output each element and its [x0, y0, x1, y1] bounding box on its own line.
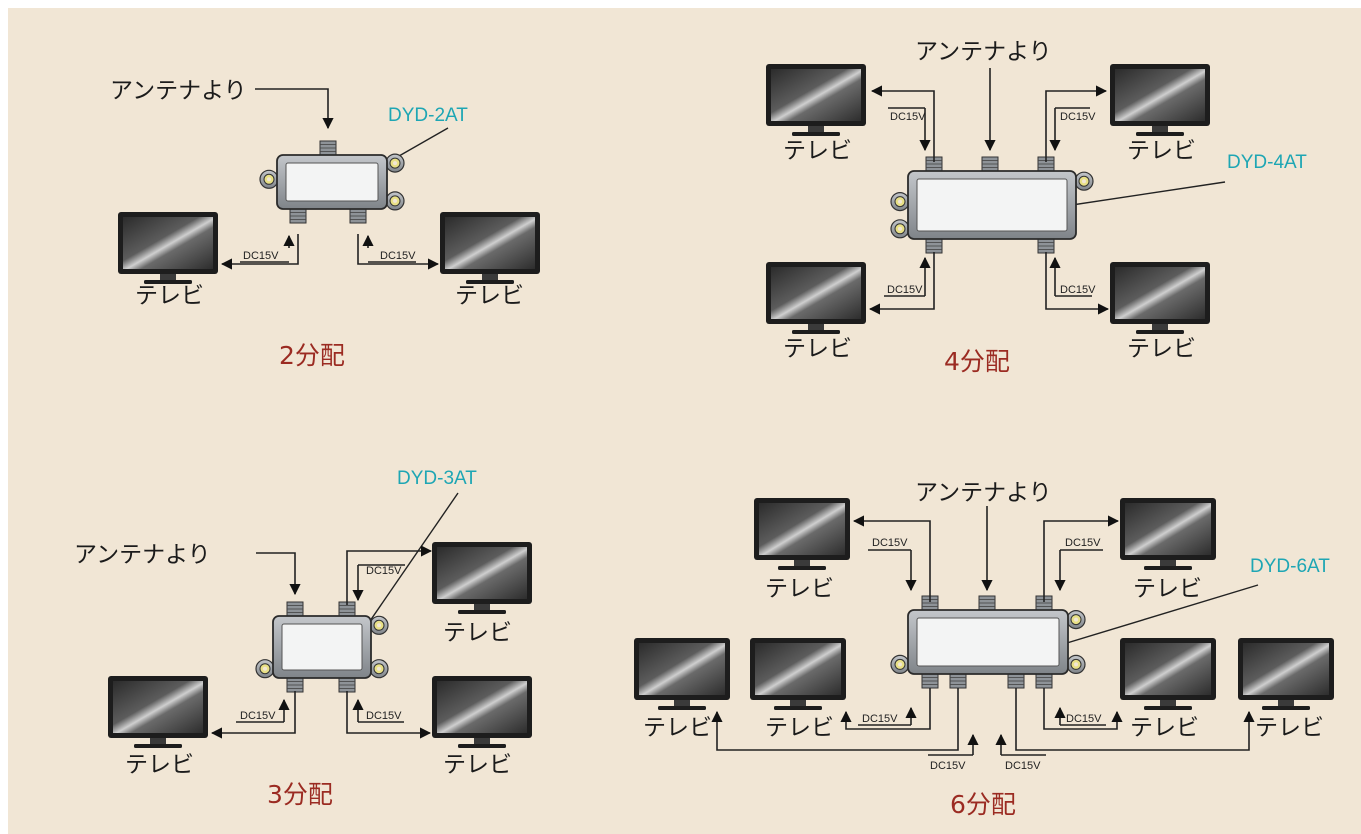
- tv-icon: [750, 638, 846, 710]
- splitter-icon: [259, 140, 405, 224]
- tv-label: テレビ: [765, 576, 834, 602]
- division-label: 2分配: [279, 341, 345, 370]
- tv-icon: [1120, 638, 1216, 710]
- dc-label: DC15V: [1066, 713, 1102, 725]
- tv-label: テレビ: [135, 283, 204, 309]
- dc-label: DC15V: [380, 250, 416, 262]
- model-label: DYD-6AT: [1250, 556, 1330, 577]
- tv-icon: [108, 676, 208, 748]
- diagram-4way: アンテナより DYD-4AT DC15V DC15V DC15V DC15V テ…: [766, 39, 1307, 376]
- division-label: 6分配: [950, 790, 1016, 819]
- division-label: 4分配: [944, 347, 1010, 376]
- tv-icon: [432, 542, 532, 614]
- dc-label: DC15V: [366, 565, 402, 577]
- dc-label: DC15V: [1060, 284, 1096, 296]
- tv-label: テレビ: [1255, 715, 1324, 741]
- tv-icon: [440, 212, 540, 284]
- diagram-6way: アンテナより DYD-6AT DC15V DC15V DC15V DC15V D…: [634, 480, 1334, 819]
- tv-icon: [432, 676, 532, 748]
- diagram-3way: DYD-3AT アンテナより DC15V DC15V DC15V テレビ テレビ…: [74, 468, 532, 809]
- splitter-icon: [890, 595, 1086, 689]
- dc-label: DC15V: [1005, 760, 1041, 772]
- tv-label: テレビ: [643, 715, 712, 741]
- tv-icon: [1120, 498, 1216, 570]
- dc-label: DC15V: [872, 537, 908, 549]
- division-label: 3分配: [267, 780, 333, 809]
- antenna-label: アンテナより: [110, 78, 247, 104]
- tv-icon: [1110, 262, 1210, 334]
- tv-label: テレビ: [783, 138, 852, 164]
- tv-icon: [754, 498, 850, 570]
- tv-label: テレビ: [1127, 138, 1196, 164]
- diagram-2way: アンテナより DYD-2AT DC15V DC15V テレビ テレビ 2分配: [110, 78, 540, 370]
- tv-label: テレビ: [783, 336, 852, 362]
- model-label: DYD-4AT: [1227, 152, 1307, 173]
- tv-icon: [766, 262, 866, 334]
- dc-label: DC15V: [243, 250, 279, 262]
- dc-label: DC15V: [240, 710, 276, 722]
- tv-icon: [766, 64, 866, 136]
- dc-label: DC15V: [862, 713, 898, 725]
- antenna-label: アンテナより: [915, 480, 1052, 506]
- splitter-icon: [890, 156, 1094, 254]
- tv-label: テレビ: [1133, 576, 1202, 602]
- antenna-label: アンテナより: [74, 542, 211, 568]
- dc-label: DC15V: [366, 710, 402, 722]
- splitter-icon: [255, 601, 389, 693]
- tv-icon: [1238, 638, 1334, 710]
- model-label: DYD-3AT: [397, 468, 477, 489]
- dc-label: DC15V: [1065, 537, 1101, 549]
- dc-label: DC15V: [890, 111, 926, 123]
- tv-label: テレビ: [443, 620, 512, 646]
- antenna-label: アンテナより: [915, 39, 1052, 65]
- tv-label: テレビ: [455, 283, 524, 309]
- tv-label: テレビ: [125, 752, 194, 778]
- tv-label: テレビ: [1130, 715, 1199, 741]
- tv-icon: [634, 638, 730, 710]
- dc-label: DC15V: [1060, 111, 1096, 123]
- tv-label: テレビ: [765, 715, 834, 741]
- tv-label: テレビ: [443, 752, 512, 778]
- tv-icon: [118, 212, 218, 284]
- dc-label: DC15V: [887, 284, 923, 296]
- tv-label: テレビ: [1127, 336, 1196, 362]
- tv-icon: [1110, 64, 1210, 136]
- dc-label: DC15V: [930, 760, 966, 772]
- model-label: DYD-2AT: [388, 105, 468, 126]
